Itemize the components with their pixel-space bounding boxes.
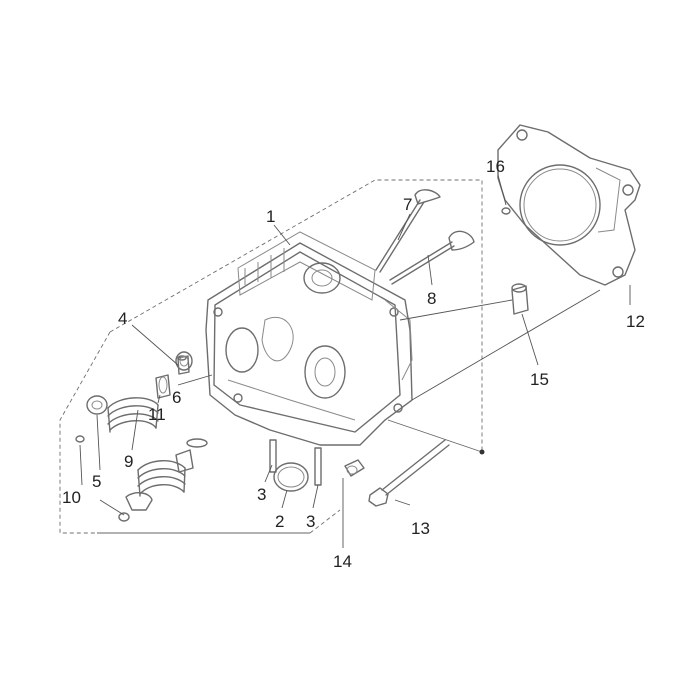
head-gasket bbox=[497, 124, 641, 286]
cylinder-head bbox=[205, 231, 413, 446]
callout-13: 13 bbox=[411, 519, 430, 538]
callout-3-right: 3 bbox=[306, 512, 315, 531]
assembly-group-outline bbox=[59, 179, 485, 534]
callout-10: 10 bbox=[62, 488, 81, 507]
callout-labels: 1 2 3 3 4 5 6 7 8 9 10 11 12 13 14 15 16 bbox=[62, 157, 645, 571]
callout-15: 15 bbox=[530, 370, 549, 389]
plug-and-bolt bbox=[344, 439, 450, 507]
callout-11: 11 bbox=[148, 405, 166, 424]
valves bbox=[375, 189, 475, 285]
valve-train-parts bbox=[75, 351, 208, 522]
leader-lines bbox=[79, 174, 631, 548]
callout-12: 12 bbox=[626, 312, 645, 331]
callout-1: 1 bbox=[266, 207, 275, 226]
callout-7: 7 bbox=[403, 195, 412, 214]
callout-2: 2 bbox=[275, 512, 284, 531]
callout-5: 5 bbox=[92, 472, 101, 491]
callout-3-left: 3 bbox=[257, 485, 266, 504]
callout-9: 9 bbox=[124, 452, 133, 471]
callout-4: 4 bbox=[118, 309, 127, 328]
callout-14: 14 bbox=[333, 552, 352, 571]
callout-6: 6 bbox=[172, 388, 181, 407]
callout-16: 16 bbox=[486, 157, 505, 176]
o-ring-and-studs bbox=[269, 439, 322, 492]
dowel-and-bushing bbox=[501, 207, 529, 315]
callout-8: 8 bbox=[427, 289, 436, 308]
